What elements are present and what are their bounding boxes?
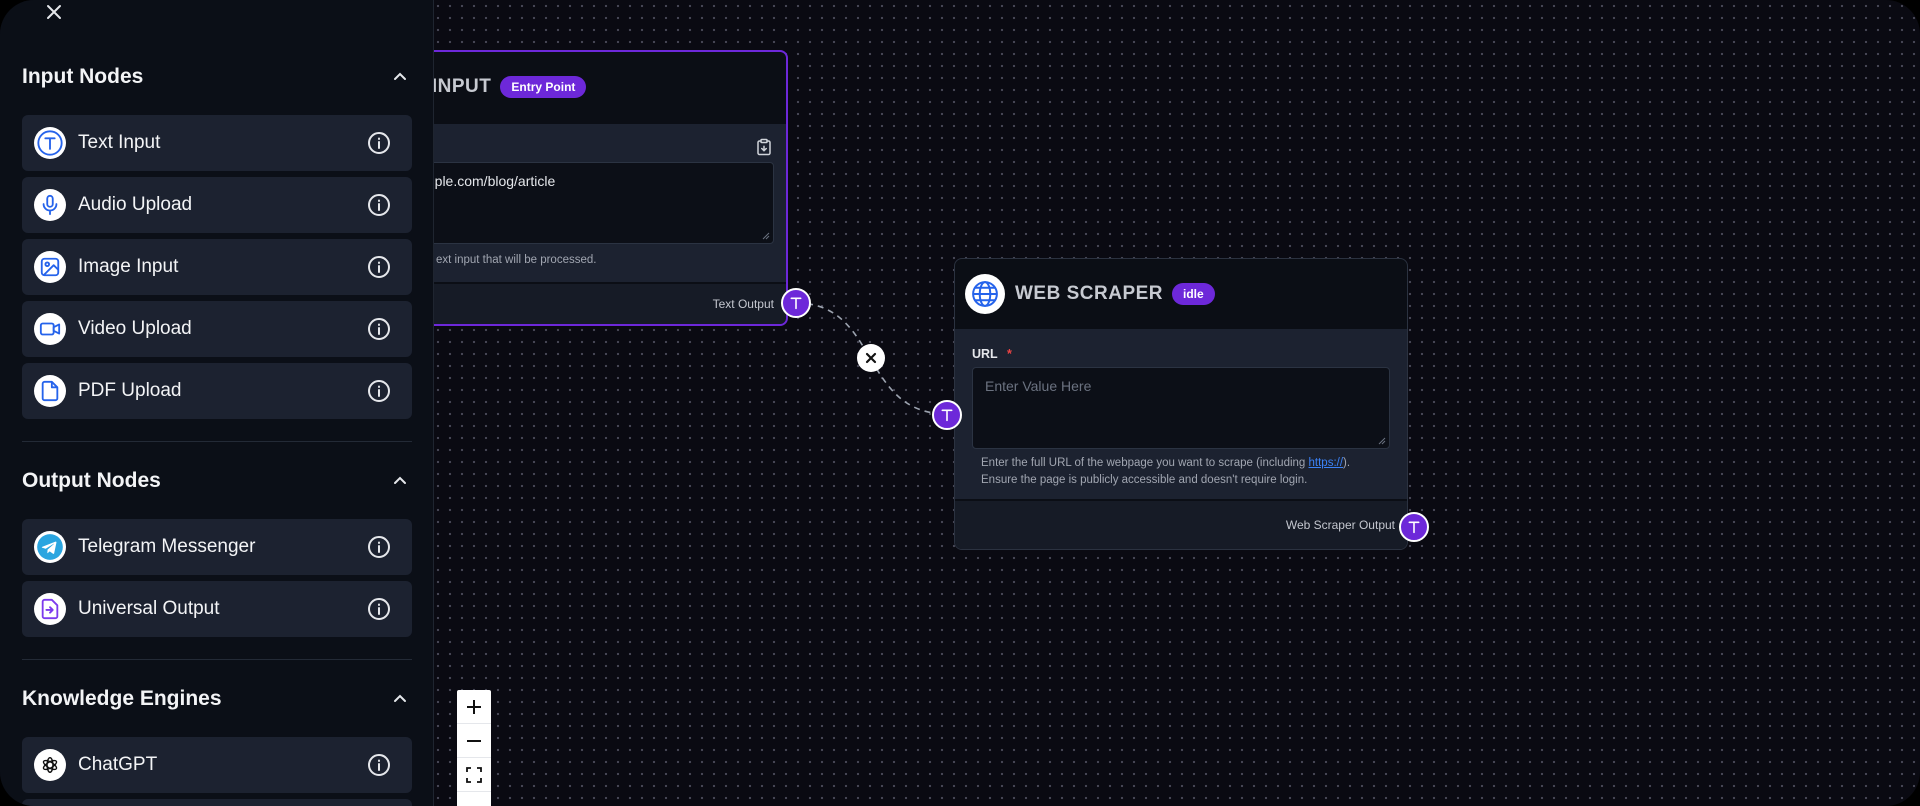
node-body: URL * Enter Value Here Enter the full UR… xyxy=(955,329,1407,499)
web-scraper-input-port[interactable] xyxy=(932,400,962,430)
web-scraper-output-port[interactable] xyxy=(1399,512,1429,542)
file-icon xyxy=(34,375,66,407)
close-icon xyxy=(865,352,877,364)
telegram-icon xyxy=(34,531,66,563)
info-icon[interactable] xyxy=(366,130,392,156)
url-hint: Enter the full URL of the webpage you wa… xyxy=(981,455,1401,489)
section-divider xyxy=(22,441,412,442)
sidebar-item-pdf-upload[interactable]: PDF Upload xyxy=(22,363,412,419)
text-icon xyxy=(34,127,66,159)
sidebar-item-label: Telegram Messenger xyxy=(78,536,256,557)
text-input-hint: ext input that will be processed. xyxy=(436,254,597,266)
sidebar-item-label: Universal Output xyxy=(78,598,220,619)
resize-grip-icon[interactable] xyxy=(762,232,770,240)
sidebar-item-text-input[interactable]: Text Input xyxy=(22,115,412,171)
section-title: Output Nodes xyxy=(22,469,161,492)
section-header-knowledge-engines[interactable]: Knowledge Engines xyxy=(22,683,412,715)
hint-text: Enter the full URL of the webpage you wa… xyxy=(981,457,1309,469)
url-label: URL * xyxy=(972,347,1012,361)
node-library-sidebar: Input Nodes Text Input Audio Upload xyxy=(0,0,434,806)
text-icon xyxy=(1408,521,1420,534)
sidebar-item-label: Text Input xyxy=(78,132,161,153)
minus-icon xyxy=(467,739,481,742)
fit-view-button[interactable] xyxy=(457,758,491,792)
sidebar-item-partial[interactable] xyxy=(22,799,412,806)
url-label-text: URL xyxy=(972,347,998,361)
delete-edge-button[interactable] xyxy=(857,344,885,372)
node-title: WEB SCRAPER xyxy=(1015,283,1164,304)
info-icon[interactable] xyxy=(366,752,392,778)
image-icon xyxy=(34,251,66,283)
sidebar-item-universal-output[interactable]: Universal Output xyxy=(22,581,412,637)
hint-text-end: ). xyxy=(1343,457,1351,469)
chevron-up-icon[interactable] xyxy=(388,469,412,493)
close-sidebar-button[interactable] xyxy=(42,0,66,24)
node-footer: Web Scraper Output xyxy=(955,499,1407,549)
clipboard-icon[interactable] xyxy=(755,138,773,156)
sidebar-item-telegram-messenger[interactable]: Telegram Messenger xyxy=(22,519,412,575)
text-output-label: Text Output xyxy=(712,297,774,311)
chevron-up-icon[interactable] xyxy=(388,687,412,711)
sidebar-item-video-upload[interactable]: Video Upload xyxy=(22,301,412,357)
info-icon[interactable] xyxy=(366,596,392,622)
info-icon[interactable] xyxy=(366,192,392,218)
zoom-controls xyxy=(457,690,491,806)
microphone-icon xyxy=(34,189,66,221)
info-icon[interactable] xyxy=(366,534,392,560)
https-link[interactable]: https:// xyxy=(1308,457,1344,469)
status-badge: idle xyxy=(1172,283,1215,305)
sidebar-item-image-input[interactable]: Image Input xyxy=(22,239,412,295)
text-value-field[interactable]: mple.com/blog/article xyxy=(422,162,774,244)
section-divider xyxy=(22,659,412,660)
sidebar-item-label: Image Input xyxy=(78,256,179,277)
sidebar-item-chatgpt[interactable]: ChatGPT xyxy=(22,737,412,793)
zoom-in-button[interactable] xyxy=(457,690,491,724)
url-placeholder: Enter Value Here xyxy=(985,378,1092,394)
node-header: WEB SCRAPER idle xyxy=(955,259,1407,329)
video-icon xyxy=(34,313,66,345)
chevron-up-icon[interactable] xyxy=(388,65,412,89)
section-header-input-nodes[interactable]: Input Nodes xyxy=(22,61,412,93)
zoom-out-button[interactable] xyxy=(457,724,491,758)
close-icon xyxy=(47,5,61,19)
web-scraper-node[interactable]: WEB SCRAPER idle URL * Enter Value Here … xyxy=(954,258,1408,550)
sidebar-item-audio-upload[interactable]: Audio Upload xyxy=(22,177,412,233)
sidebar-item-label: Video Upload xyxy=(78,318,192,339)
sidebar-item-label: PDF Upload xyxy=(78,380,182,401)
text-icon xyxy=(941,409,953,422)
info-icon[interactable] xyxy=(366,378,392,404)
resize-grip-icon[interactable] xyxy=(1378,437,1386,445)
text-value: mple.com/blog/article xyxy=(423,173,556,189)
url-input[interactable]: Enter Value Here xyxy=(972,367,1390,449)
text-output-port[interactable] xyxy=(781,288,811,318)
entry-point-badge: Entry Point xyxy=(500,76,587,98)
required-mark: * xyxy=(1006,347,1012,361)
globe-icon xyxy=(965,274,1005,314)
section-header-output-nodes[interactable]: Output Nodes xyxy=(22,465,412,497)
section-title: Input Nodes xyxy=(22,65,144,88)
fullscreen-icon xyxy=(466,766,482,783)
info-icon[interactable] xyxy=(366,254,392,280)
info-icon[interactable] xyxy=(366,316,392,342)
plus-icon xyxy=(467,699,481,714)
text-icon xyxy=(790,297,802,310)
section-title: Knowledge Engines xyxy=(22,687,222,710)
output-icon xyxy=(34,593,66,625)
openai-icon xyxy=(34,749,66,781)
hint-line-2: Ensure the page is publicly accessible a… xyxy=(981,474,1308,486)
sidebar-item-label: ChatGPT xyxy=(78,754,158,775)
sidebar-item-label: Audio Upload xyxy=(78,194,193,215)
web-scraper-output-label: Web Scraper Output xyxy=(1285,518,1395,532)
